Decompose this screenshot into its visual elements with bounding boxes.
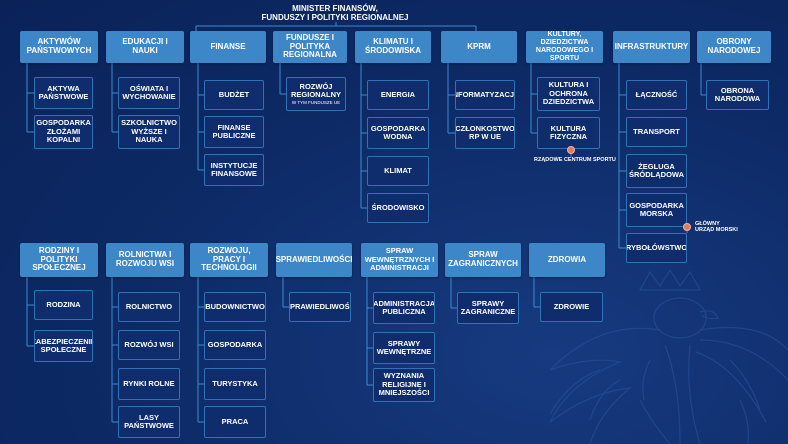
minister-label: MINISTER FINANSÓW, FUNDUSZY I POLITYKI R… <box>190 4 480 22</box>
unit-szkolnictwo: SZKOLNICTWO WYŻSZE I NAUKA <box>118 115 180 149</box>
unit-sprawy-wewnetrzne: SPRAWY WEWNĘTRZNE <box>373 332 435 364</box>
unit-finanse-publiczne: FINANSE PUBLICZNE <box>204 116 264 148</box>
unit-informatyzacja: INFORMATYZACJA <box>455 80 515 110</box>
unit-rodzina: RODZINA <box>34 290 93 320</box>
note-dot-sport <box>567 146 575 154</box>
unit-budownictwo: BUDOWNICTWO <box>204 292 266 322</box>
minister-label-line2: FUNDUSZY I POLITYKI REGIONALNEJ <box>261 13 409 23</box>
ministry-sprawiedliwosci: SPRAWIEDLIWOŚCI <box>276 243 352 277</box>
ministry-obrony: OBRONY NARODOWEJ <box>697 31 771 63</box>
minister-label-line1: MINISTER FINANSÓW, <box>292 4 378 13</box>
unit-czlonkostwo-ue: CZŁONKOSTWO RP W UE <box>455 117 515 149</box>
note-rzadowe-centrum-sportu: RZĄDOWE CENTRUM SPORTU <box>534 157 616 163</box>
ministry-finanse: FINANSE <box>190 31 266 63</box>
ministry-rozwoju: ROZWOJU, PRACY I TECHNOLOGII <box>190 243 268 277</box>
unit-srodowisko: ŚRODOWISKO <box>367 193 429 223</box>
unit-rozwoj-regionalny: ROZWÓJ REGIONALNY W TYM FUNDUSZE UE <box>286 77 346 111</box>
unit-gospodarka-wodna: GOSPODARKA WODNA <box>367 117 429 149</box>
ministry-infrastruktury: INFRASTRUKTURY <box>613 31 690 63</box>
unit-zegluga: ŻEGLUGA ŚRÓDLĄDOWA <box>626 154 687 188</box>
unit-kultura-fizyczna: KULTURA FIZYCZNA <box>537 117 600 149</box>
unit-oswiata: OŚWIATA I WYCHOWANIE <box>118 77 180 109</box>
ministry-klimatu: KLIMATU I ŚRODOWISKA <box>355 31 431 63</box>
ministry-spraw-zagranicznych: SPRAW ZAGRANICZNYCH <box>445 243 521 277</box>
unit-rozwoj-regionalny-note: W TYM FUNDUSZE UE <box>291 100 341 106</box>
unit-praca: PRACA <box>204 406 266 438</box>
ministry-zdrowia: ZDROWIA <box>529 243 605 277</box>
ministry-kultury: KULTURY, DZIEDZICTWA NARODOWEGO I SPORTU <box>526 31 603 63</box>
ministry-edukacji: EDUKACJI I NAUKI <box>106 31 184 63</box>
unit-rybolowstwo: RYBOŁÓWSTWO <box>626 233 687 263</box>
unit-energia: ENERGIA <box>367 80 429 110</box>
unit-turystyka: TURYSTYKA <box>204 368 266 400</box>
unit-lacznosc: ŁĄCZNOŚĆ <box>626 80 687 110</box>
ministry-spraw-wewnetrznych: SPRAW WEWNĘTRZNYCH I ADMINISTRACJI <box>361 243 438 277</box>
note-dot-morski <box>683 223 691 231</box>
unit-klimat: KLIMAT <box>367 156 429 186</box>
ministry-rolnictwa: ROLNICTWA I ROZWOJU WSI <box>106 243 184 277</box>
unit-gospodarka-morska: GOSPODARKA MORSKA <box>626 193 687 227</box>
ministry-kprm: KPRM <box>441 31 517 63</box>
unit-rynki-rolne: RYNKI ROLNE <box>118 368 180 400</box>
unit-instytucje-finansowe: INSTYTUCJE FINANSOWE <box>204 154 264 186</box>
note-glowny-urzad-morski: GŁÓWNY URZĄD MORSKI <box>695 221 738 234</box>
unit-administracja: ADMINISTRACJA PUBLICZNA <box>373 292 435 324</box>
unit-aktywa-panstwowe: AKTYWA PAŃSTWOWE <box>34 77 93 109</box>
unit-obrona-narodowa: OBRONA NARODOWA <box>706 80 769 110</box>
unit-sprawiedliwosc: SPRAWIEDLIWOŚĆ <box>289 292 351 322</box>
unit-budzet: BUDŻET <box>204 80 264 110</box>
unit-wyznania: WYZNANIA RELIGIJNE I MNIEJSZOŚCI <box>373 368 435 402</box>
unit-rozwoj-wsi: ROZWÓJ WSI <box>118 330 180 360</box>
unit-sprawy-zagraniczne: SPRAWY ZAGRANICZNE <box>457 292 519 324</box>
ministry-aktywow: AKTYWÓW PAŃSTWOWYCH <box>20 31 98 63</box>
ministry-fundusze: FUNDUSZE I POLITYKA REGIONALNA <box>273 31 347 63</box>
unit-transport: TRANSPORT <box>626 117 687 147</box>
unit-gospodarka: GOSPODARKA <box>204 330 266 360</box>
unit-gospodarka-zlozami: GOSPODARKA ZŁOŻAMI KOPALNI <box>34 115 93 149</box>
unit-zdrowie: ZDROWIE <box>540 292 603 322</box>
unit-zabezpieczenie: ZABEZPIECZENIE SPOŁECZNE <box>34 330 93 362</box>
unit-lasy-panstwowe: LASY PAŃSTWOWE <box>118 406 180 438</box>
ministry-rodziny: RODZINY I POLITYKI SPOŁECZNEJ <box>20 243 98 277</box>
unit-rolnictwo: ROLNICTWO <box>118 292 180 322</box>
unit-kultura-dziedzictwo: KULTURA I OCHRONA DZIEDZICTWA <box>537 77 600 111</box>
